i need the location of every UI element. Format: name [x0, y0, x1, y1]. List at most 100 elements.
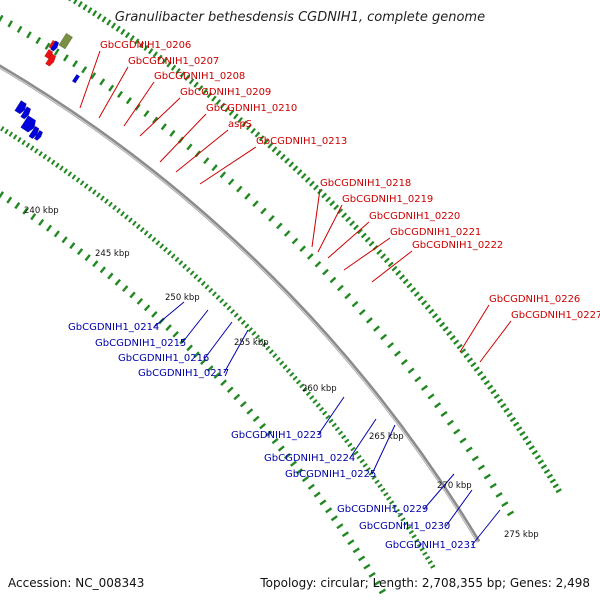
reverse-gene-label[interactable]: GbCGDNIH1_0217: [138, 368, 229, 379]
scale-tick: [244, 192, 251, 200]
scale-tick: [307, 483, 315, 490]
scale-tick: [296, 169, 303, 176]
scale-tick: [289, 371, 295, 377]
scale-tick: [430, 564, 436, 569]
scale-tick: [55, 162, 60, 168]
forward-gene-label[interactable]: GbCGDNIH1_0210: [206, 103, 297, 114]
genome-backbone-highlight: [0, 67, 479, 543]
scale-tick: [240, 319, 246, 325]
scale-tick: [260, 207, 267, 215]
genome-backbone: [0, 64, 481, 543]
forward-gene-label[interactable]: GbCGDNIH1_0208: [154, 71, 245, 82]
scale-tick: [116, 208, 121, 214]
scale-tick: [110, 22, 117, 29]
gene-feature[interactable]: [33, 129, 44, 141]
scale-tick: [427, 560, 433, 565]
scale-tick: [383, 257, 390, 264]
reverse-gene-label[interactable]: GbCGDNIH1_0223: [231, 430, 322, 441]
forward-gene-label[interactable]: GbCGDNIH1_0213: [256, 136, 347, 147]
scale-tick: [377, 483, 383, 489]
scale-tick: [304, 176, 311, 183]
scale-tick: [8, 131, 14, 137]
genome-stats-text: Topology: circular; Length: 2,708,355 bp…: [260, 576, 590, 590]
gene-feature[interactable]: [45, 53, 57, 67]
forward-gene-label[interactable]: GbCGDNIH1_0206: [100, 40, 191, 51]
forward-gene-label[interactable]: GbCGDNIH1_0221: [390, 227, 481, 238]
scale-tick: [540, 464, 548, 470]
gene-feature[interactable]: [71, 73, 81, 84]
gene-feature[interactable]: [49, 40, 60, 52]
scale-tick: [148, 48, 154, 55]
scale-tick: [435, 317, 442, 323]
scale-tick: [134, 38, 140, 45]
scale-tick: [465, 446, 473, 453]
scale-tick: [99, 266, 106, 274]
scale-tick: [82, 4, 88, 11]
scale-tick: [363, 563, 371, 570]
reverse-gene-label[interactable]: GbCGDNIH1_0224: [264, 453, 355, 464]
gene-feature[interactable]: [20, 115, 37, 133]
scale-tick: [230, 309, 236, 315]
forward-gene-label[interactable]: GbCGDNIH1_0222: [412, 240, 503, 251]
scale-tick: [138, 41, 145, 48]
scale-tick: [531, 449, 538, 455]
scale-tick: [139, 227, 145, 233]
scale-tick: [143, 110, 150, 118]
scale-tick: [132, 220, 137, 226]
scale-tick: [258, 338, 264, 344]
scale-tick: [525, 440, 532, 446]
scale-tick: [386, 496, 392, 501]
scale-tick: [446, 419, 454, 426]
scale-tick: [368, 240, 375, 247]
reverse-gene-label[interactable]: GbCGDNIH1_0216: [118, 353, 209, 364]
forward-gene-label[interactable]: GbCGDNIH1_0219: [342, 194, 433, 205]
forward-label-leader: [371, 250, 413, 283]
forward-gene-label[interactable]: aspS: [228, 119, 252, 130]
scale-tick: [347, 539, 355, 546]
reverse-gene-label[interactable]: GbCGDNIH1_0230: [359, 521, 450, 532]
scale-tick: [53, 48, 60, 56]
scale-tick: [30, 213, 37, 221]
reverse-gene-label[interactable]: GbCGDNIH1_0225: [285, 469, 376, 480]
forward-gene-label[interactable]: GbCGDNIH1_0226: [489, 294, 580, 305]
scale-tick: [219, 171, 227, 179]
forward-gene-label[interactable]: GbCGDNIH1_0220: [369, 211, 460, 222]
scale-tick: [22, 207, 29, 215]
reverse-gene-label[interactable]: GbCGDNIH1_0229: [337, 504, 428, 515]
scale-tick: [406, 282, 413, 289]
scale-tick: [239, 400, 247, 408]
gene-feature[interactable]: [28, 125, 40, 140]
scale-tick: [449, 334, 456, 341]
scale-tick: [252, 200, 259, 208]
scale-tick: [299, 383, 305, 389]
reverse-gene-label[interactable]: GbCGDNIH1_0215: [95, 338, 186, 349]
reverse-gene-label[interactable]: GbCGDNIH1_0214: [68, 322, 159, 333]
scale-tick: [166, 250, 172, 256]
scale-tick: [211, 95, 217, 102]
forward-label-leader: [317, 204, 343, 253]
reverse-label-leader: [349, 418, 377, 459]
gene-feature[interactable]: [14, 100, 27, 115]
forward-gene-label[interactable]: GbCGDNIH1_0209: [180, 87, 271, 98]
forward-gene-label[interactable]: GbCGDNIH1_0218: [320, 178, 411, 189]
scale-tick: [295, 468, 303, 475]
scale-tick: [394, 350, 401, 357]
scale-tick: [143, 304, 151, 312]
scale-tick: [466, 357, 474, 363]
forward-label-leader: [199, 146, 257, 185]
reverse-gene-label[interactable]: GbCGDNIH1_0231: [385, 540, 476, 551]
scale-tick: [325, 507, 333, 514]
scale-tick: [174, 256, 180, 262]
scale-tick: [503, 407, 510, 413]
scale-tick: [329, 276, 337, 284]
scale-tick: [135, 223, 141, 230]
gene-feature[interactable]: [20, 106, 32, 120]
forward-gene-label[interactable]: GbCGDNIH1_0227: [511, 310, 600, 321]
scale-tick: [259, 422, 267, 430]
gene-feature[interactable]: [58, 32, 74, 50]
forward-gene-label[interactable]: GbCGDNIH1_0207: [128, 56, 219, 67]
scale-tick: [506, 510, 515, 517]
scale-tick: [383, 491, 389, 497]
scale-tick: [283, 452, 291, 460]
scale-tick: [101, 16, 107, 23]
